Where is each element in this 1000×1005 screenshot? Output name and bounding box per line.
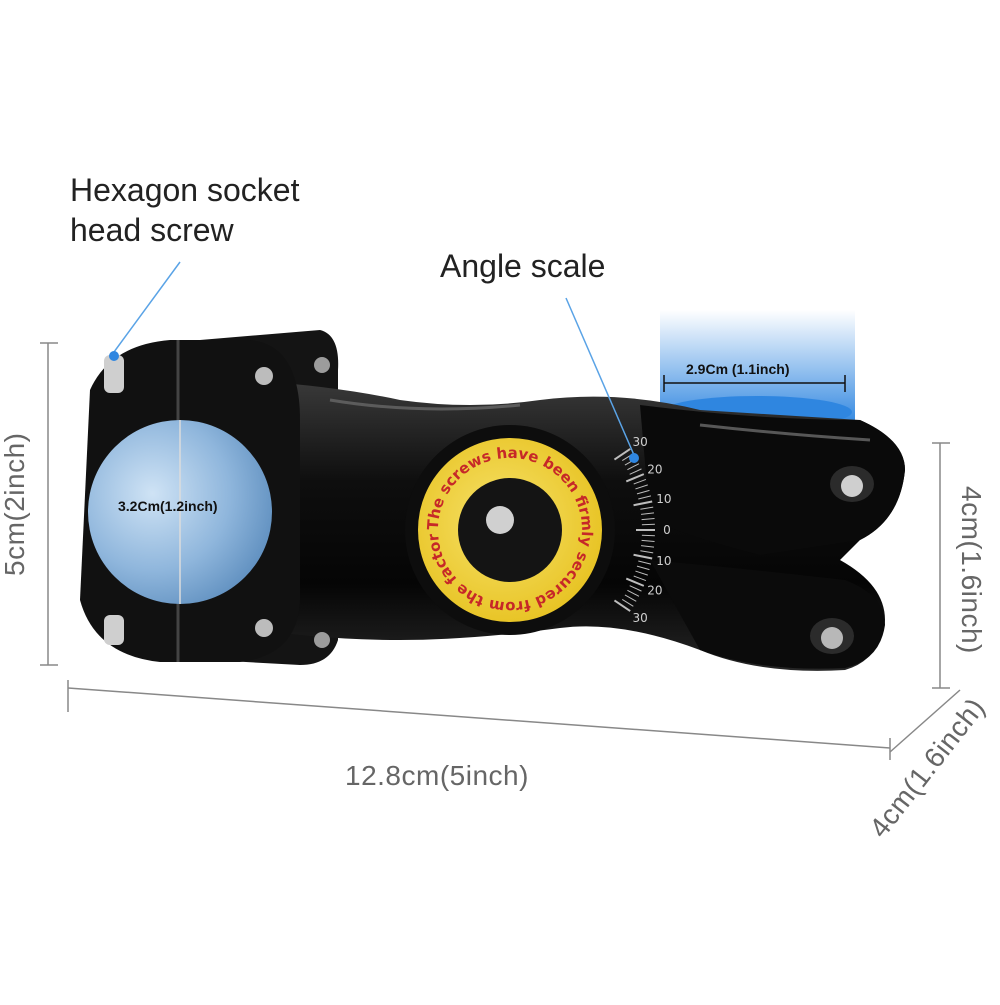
angle-scale-tick bbox=[638, 560, 652, 565]
steerer-clamp-dimension: 2.9Cm (1.1inch) bbox=[686, 361, 790, 377]
angle-scale-tick bbox=[613, 448, 631, 461]
body-reflection-2 bbox=[699, 423, 871, 442]
hex-screw-leader bbox=[113, 261, 181, 353]
steerer-bolts bbox=[810, 466, 874, 654]
hex-screw-label-line2: head screw bbox=[70, 212, 234, 248]
angle-scale-tick bbox=[613, 599, 631, 612]
angle-scale-tick bbox=[635, 570, 648, 576]
pivot-bolt-icon bbox=[486, 506, 514, 534]
body-reflection bbox=[329, 398, 521, 411]
hex-screw-dot bbox=[109, 351, 119, 361]
angle-scale-tick bbox=[635, 484, 648, 490]
angle-scale-tick bbox=[636, 565, 650, 571]
angle-scale-label: 20 bbox=[647, 462, 662, 476]
angle-scale-leader bbox=[565, 297, 635, 456]
angle-scale-label: 20 bbox=[647, 584, 662, 598]
seal-inner bbox=[458, 478, 562, 582]
height-dimension: 5cm(2inch) bbox=[0, 432, 30, 576]
angle-scale-tick bbox=[625, 473, 645, 483]
angle-scale-tick bbox=[638, 495, 652, 500]
angle-scale-tick bbox=[641, 518, 655, 521]
angle-scale-tick bbox=[624, 594, 637, 602]
angle-scale-dot bbox=[629, 453, 639, 463]
angle-scale: 30 20 10 0 10 20 30 bbox=[613, 435, 672, 625]
angle-scale-tick bbox=[641, 523, 655, 526]
angle-scale-tick bbox=[641, 539, 655, 542]
angle-scale-label: 0 bbox=[663, 523, 671, 537]
angle-scale-label: 10 bbox=[656, 492, 671, 506]
angle-scale-tick bbox=[625, 577, 645, 587]
angle-scale-tick bbox=[640, 550, 654, 554]
angle-scale-tick bbox=[633, 500, 653, 507]
width-dimension: 4cm(1.6inch) bbox=[956, 486, 987, 654]
steerer-dimension bbox=[663, 375, 846, 392]
angle-scale-tick bbox=[641, 545, 655, 548]
dimension-lines bbox=[40, 342, 961, 760]
angle-scale-tick bbox=[633, 553, 653, 560]
angle-scale-tick bbox=[640, 506, 654, 510]
angle-scale-tick bbox=[633, 575, 647, 582]
angle-scale-tick bbox=[627, 463, 640, 471]
angle-scale-tick bbox=[636, 489, 650, 495]
hex-screw-label: Hexagon socket head screw bbox=[70, 170, 299, 250]
hex-screw-label-line1: Hexagon socket bbox=[70, 172, 300, 208]
angle-scale-tick bbox=[622, 599, 634, 607]
length-dimension: 12.8cm(5inch) bbox=[345, 760, 529, 791]
steerer-clamp bbox=[640, 405, 905, 555]
angle-scale-label: 30 bbox=[633, 611, 648, 625]
angle-scale-tick bbox=[629, 585, 642, 592]
angle-scale-tick bbox=[641, 512, 655, 515]
clamp-bolts bbox=[104, 355, 330, 648]
bar-clamp-dimension: 3.2Cm(1.2inch) bbox=[118, 498, 218, 514]
angle-scale-tick bbox=[627, 589, 640, 597]
angle-scale-label: Angle scale bbox=[440, 248, 606, 284]
angle-scale-tick bbox=[641, 534, 655, 537]
angle-scale-tick bbox=[633, 478, 647, 485]
angle-scale-label: 30 bbox=[633, 435, 648, 449]
angle-scale-tick bbox=[629, 468, 642, 475]
angle-scale-label: 10 bbox=[656, 554, 671, 568]
